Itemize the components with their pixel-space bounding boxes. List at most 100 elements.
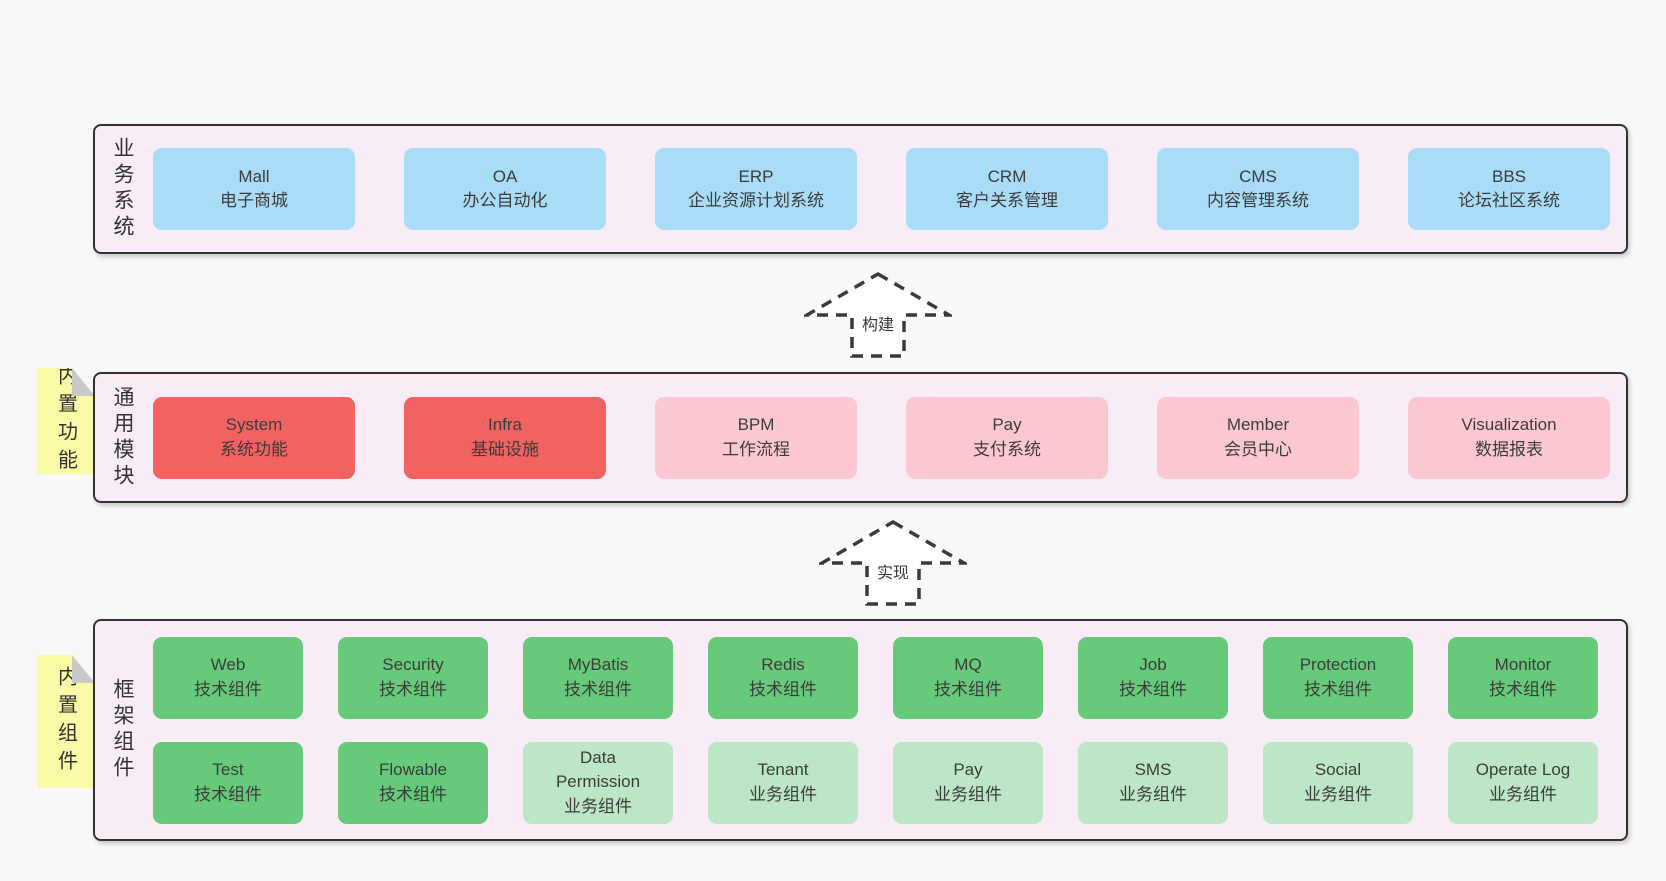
- box-title: SMS: [1134, 760, 1172, 780]
- build-arrow-label: 构建: [858, 311, 898, 335]
- box-title: System: [225, 415, 283, 435]
- box-subtitle: 客户关系管理: [956, 191, 1058, 210]
- box-subtitle: 技术组件: [1489, 679, 1557, 699]
- panel-label-framework-components: 框架组件: [111, 678, 134, 782]
- box-operate-log: Operate Log 业务组件: [1448, 741, 1598, 824]
- box-title: Monitor: [1494, 655, 1552, 675]
- sticky-note-builtin-components: 内置组件: [37, 655, 95, 788]
- box-security: Security 技术组件: [338, 636, 488, 719]
- sticky-note-builtin-features: 内置功能: [37, 368, 95, 474]
- box-subtitle: 技术组件: [934, 679, 1002, 699]
- box-subtitle: 业务组件: [1119, 784, 1187, 804]
- box-redis: Redis 技术组件: [708, 636, 858, 719]
- box-title: Infra: [487, 415, 523, 435]
- box-subtitle: 电子商城: [220, 191, 288, 210]
- box-protection: Protection 技术组件: [1263, 636, 1413, 719]
- box-title: BBS: [1491, 166, 1527, 186]
- box-subtitle: 技术组件: [379, 784, 447, 804]
- box-title: Protection: [1299, 655, 1377, 675]
- box-title: Visualization: [1461, 415, 1557, 435]
- box-monitor: Monitor 技术组件: [1448, 636, 1598, 719]
- box-title: Mall: [238, 166, 270, 186]
- box-subtitle: 系统功能: [220, 439, 288, 459]
- box-crm: CRM 客户关系管理: [906, 148, 1108, 230]
- box-job: Job 技术组件: [1078, 636, 1228, 719]
- box-mybatis: MyBatis 技术组件: [523, 636, 673, 719]
- panel-rows: Mall 电子商城 OA 办公自动化 ERP 企业资源计划系统 CRM 客户关系管理 CMS 内容…: [153, 126, 1626, 252]
- build-arrow: 构建: [804, 271, 952, 359]
- box-title: OA: [492, 166, 518, 186]
- box-title: Redis: [761, 655, 805, 675]
- box-subtitle: 会员中心: [1224, 439, 1292, 459]
- box-mq: MQ 技术组件: [893, 636, 1043, 719]
- box-title: Pay: [992, 415, 1022, 435]
- box-title: Test: [212, 760, 244, 780]
- folded-corner-icon: [72, 368, 95, 396]
- box-bbs: BBS 论坛社区系统: [1408, 148, 1610, 230]
- box-title: CRM: [987, 166, 1027, 186]
- sticky-label-builtin-features: 内置功能: [54, 365, 77, 477]
- box-subtitle: 技术组件: [1119, 679, 1187, 699]
- box-subtitle: 业务组件: [1489, 784, 1557, 804]
- box-title: Flowable: [378, 760, 448, 780]
- panel-rows: System 系统功能 Infra 基础设施 BPM 工作流程 Pay 支付系统 Member 会…: [153, 374, 1626, 501]
- box-visualization: Visualization 数据报表: [1408, 396, 1610, 479]
- box-subtitle: 支付系统: [973, 439, 1041, 459]
- box-pay: Pay 支付系统: [906, 396, 1108, 479]
- box-title: Web: [210, 655, 246, 675]
- box-title: CMS: [1239, 166, 1277, 186]
- panel-label-business-systems: 业务系统: [111, 137, 134, 241]
- box-title: Member: [1226, 415, 1290, 435]
- box-cms: CMS 内容管理系统: [1157, 148, 1359, 230]
- box-subtitle: 数据报表: [1475, 439, 1543, 459]
- box-title: Operate Log: [1475, 760, 1571, 780]
- box-infra: Infra 基础设施: [404, 396, 606, 479]
- box-mall: Mall 电子商城: [153, 148, 355, 230]
- box-member: Member 会员中心: [1157, 396, 1359, 479]
- box-subtitle: 技术组件: [379, 679, 447, 699]
- panel-label-common-modules: 通用模块: [111, 385, 134, 490]
- box-title: BPM: [737, 415, 775, 435]
- box-oa: OA 办公自动化: [404, 148, 606, 230]
- implement-arrow: 实现: [819, 519, 967, 607]
- box-erp: ERP 企业资源计划系统: [655, 148, 857, 230]
- box-title: MyBatis: [567, 655, 629, 675]
- box-title: Job: [1139, 655, 1167, 675]
- box-subtitle: 技术组件: [564, 679, 632, 699]
- box-row-modules: System 系统功能 Infra 基础设施 BPM 工作流程 Pay 支付系统 Member 会…: [153, 396, 1626, 479]
- box-title: ERP: [738, 166, 774, 186]
- box-title: Security: [382, 655, 444, 675]
- box-title: Tenant: [757, 760, 809, 780]
- box-subtitle: 内容管理系统: [1207, 191, 1309, 210]
- business-systems-panel: 业务系统 Mall 电子商城 OA 办公自动化 ERP 企业资源计划系统 CRM 客户关系管理…: [93, 124, 1628, 254]
- box-subtitle: 业务组件: [934, 784, 1002, 804]
- box-flowable: Flowable 技术组件: [338, 741, 488, 824]
- box-row-business: Mall 电子商城 OA 办公自动化 ERP 企业资源计划系统 CRM 客户关系管理 CMS 内容…: [153, 148, 1626, 230]
- box-subtitle: 业务组件: [749, 784, 817, 804]
- box-subtitle: 企业资源计划系统: [688, 191, 824, 210]
- box-subtitle: 办公自动化: [462, 191, 548, 210]
- box-subtitle: 技术组件: [1304, 679, 1372, 699]
- folded-corner-icon: [72, 655, 95, 683]
- sticky-label-builtin-components: 内置组件: [54, 665, 77, 778]
- box-tenant: Tenant 业务组件: [708, 741, 858, 824]
- implement-arrow-label: 实现: [873, 559, 913, 583]
- box-subtitle: 技术组件: [749, 679, 817, 699]
- box-subtitle: 工作流程: [722, 439, 790, 459]
- box-subtitle: 论坛社区系统: [1458, 191, 1560, 210]
- box-sms: SMS 业务组件: [1078, 741, 1228, 824]
- box-title: Data Permission: [555, 748, 641, 792]
- box-title: MQ: [954, 655, 982, 675]
- box-title: Social: [1314, 760, 1362, 780]
- box-subtitle: 基础设施: [471, 439, 539, 459]
- box-subtitle: 技术组件: [194, 679, 262, 699]
- box-web: Web 技术组件: [153, 636, 303, 719]
